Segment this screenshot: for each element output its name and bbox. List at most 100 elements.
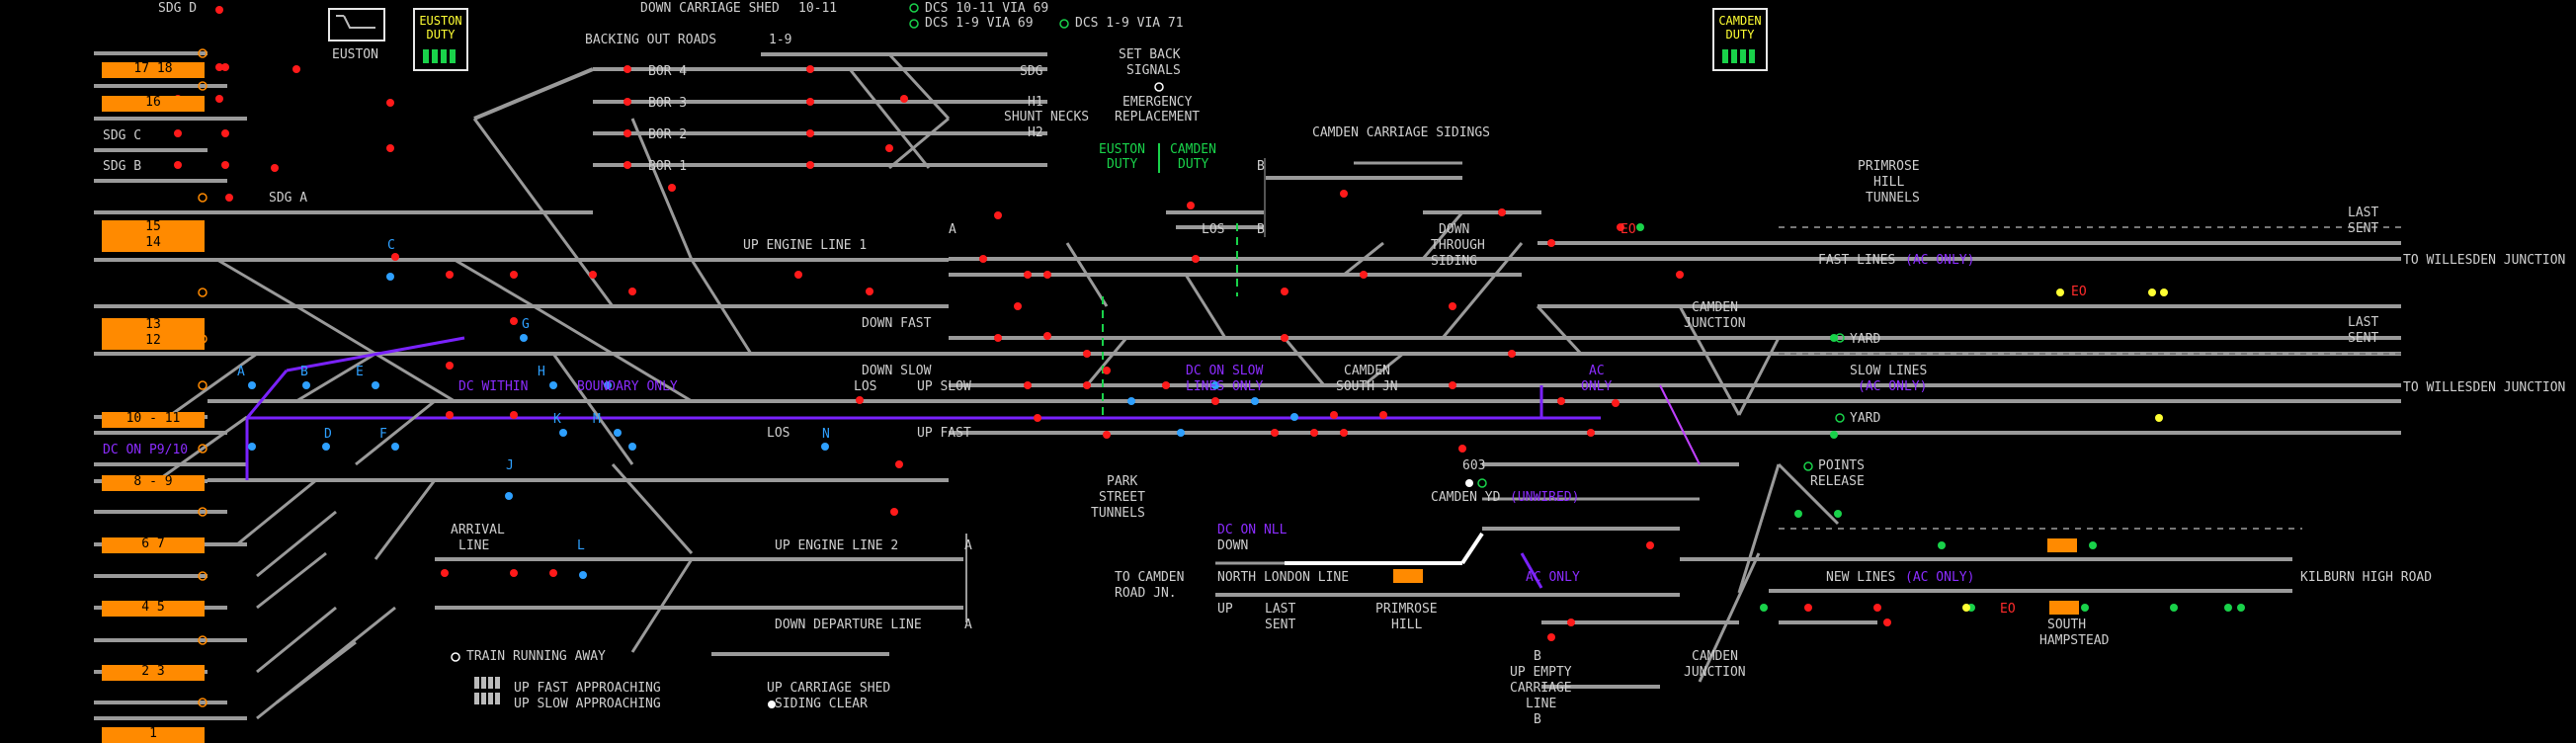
signal-red-21[interactable] — [866, 288, 873, 295]
signal-red-64[interactable] — [1458, 445, 1466, 453]
signal-red-65[interactable] — [895, 460, 903, 468]
platform-16[interactable]: 16 — [102, 96, 205, 112]
signal-red-36[interactable] — [668, 184, 676, 192]
signal-red-68[interactable] — [1103, 431, 1111, 439]
train-ring-4[interactable] — [198, 288, 208, 297]
platform-14[interactable]: 14 — [102, 236, 205, 252]
signal-green-10[interactable] — [1830, 431, 1838, 439]
euston-indicator-box[interactable] — [328, 8, 385, 41]
berth-dot-16[interactable] — [1177, 429, 1185, 437]
train-ring-3[interactable] — [198, 193, 208, 203]
signal-green-13[interactable] — [2237, 604, 2245, 612]
signal-red-22[interactable] — [446, 362, 454, 370]
signal-green-5[interactable] — [2170, 604, 2178, 612]
signal-red-61[interactable] — [1873, 604, 1881, 612]
signal-red-40[interactable] — [979, 255, 987, 263]
signal-red-10[interactable] — [174, 129, 182, 137]
train-ring-9[interactable] — [198, 571, 208, 581]
signal-red-54[interactable] — [1449, 381, 1456, 389]
dcs-indicator-3[interactable] — [1059, 19, 1069, 29]
signal-red-76[interactable] — [1587, 429, 1595, 437]
signal-red-2[interactable] — [215, 95, 223, 103]
signal-red-59[interactable] — [1567, 619, 1575, 626]
signal-red-79[interactable] — [1103, 367, 1111, 374]
signal-red-42[interactable] — [1043, 271, 1051, 279]
berth-dot-13[interactable] — [579, 571, 587, 579]
siding-clear-indicator[interactable] — [768, 701, 776, 708]
signal-red-63[interactable] — [1612, 399, 1620, 407]
train-ring-7[interactable] — [198, 444, 208, 454]
signal-red-82[interactable] — [1340, 190, 1348, 198]
train-ring-10[interactable] — [198, 635, 208, 645]
signal-red-70[interactable] — [1083, 381, 1091, 389]
signal-yellow-3[interactable] — [2155, 414, 2163, 422]
signal-red-83[interactable] — [1498, 208, 1506, 216]
signal-red-13[interactable] — [221, 161, 229, 169]
signal-green-9[interactable] — [2081, 604, 2089, 612]
signal-red-53[interactable] — [1379, 411, 1387, 419]
signal-green-6[interactable] — [2224, 604, 2232, 612]
platform-13[interactable]: 13 — [102, 318, 205, 334]
berth-dot-2[interactable] — [302, 381, 310, 389]
signal-red-71[interactable] — [1162, 381, 1170, 389]
berth-dot-11[interactable] — [614, 429, 622, 437]
signal-red-45[interactable] — [1024, 381, 1032, 389]
berth-dot-18[interactable] — [1211, 381, 1219, 389]
camden-yd-indicator-2[interactable] — [1477, 478, 1487, 488]
signal-green-2[interactable] — [1834, 510, 1842, 518]
signal-red-34[interactable] — [806, 129, 814, 137]
berth-dot-10[interactable] — [559, 429, 567, 437]
dcs-indicator-1[interactable] — [909, 3, 919, 13]
signal-red-29[interactable] — [623, 98, 631, 106]
berth-dot-20[interactable] — [1290, 413, 1298, 421]
signal-red-4[interactable] — [386, 99, 394, 107]
berth-dot-4[interactable] — [248, 443, 256, 451]
signal-red-7[interactable] — [225, 194, 233, 202]
signal-red-43[interactable] — [994, 334, 1002, 342]
signal-green-12[interactable] — [2089, 541, 2097, 549]
train-ring-6[interactable] — [198, 380, 208, 390]
berth-dot-14[interactable] — [628, 443, 636, 451]
signal-red-23[interactable] — [446, 411, 454, 419]
signal-red-62[interactable] — [1883, 619, 1891, 626]
signal-red-6[interactable] — [271, 164, 279, 172]
signal-red-28[interactable] — [623, 65, 631, 73]
platform-2-3[interactable]: 2 3 — [102, 665, 205, 681]
signal-red-72[interactable] — [1211, 397, 1219, 405]
berth-dot-1[interactable] — [248, 381, 256, 389]
signal-red-75[interactable] — [1340, 429, 1348, 437]
signal-red-50[interactable] — [1508, 350, 1516, 358]
train-ring-8[interactable] — [198, 507, 208, 517]
signal-red-8[interactable] — [221, 63, 229, 71]
berth-dot-6[interactable] — [391, 443, 399, 451]
signal-red-19[interactable] — [628, 288, 636, 295]
signal-red-78[interactable] — [1083, 350, 1091, 358]
signal-red-57[interactable] — [1617, 223, 1624, 231]
signal-yellow-2[interactable] — [2160, 289, 2168, 296]
signal-red-44[interactable] — [1043, 332, 1051, 340]
signal-green-3[interactable] — [1938, 541, 1946, 549]
signal-red-18[interactable] — [589, 271, 597, 279]
signal-red-25[interactable] — [441, 569, 449, 577]
signal-red-52[interactable] — [1330, 411, 1338, 419]
yard-indicator-2[interactable] — [1835, 413, 1845, 423]
signal-yellow-1[interactable] — [2148, 289, 2156, 296]
signal-red-67[interactable] — [890, 508, 898, 516]
signal-red-31[interactable] — [623, 161, 631, 169]
signal-yellow-0[interactable] — [2056, 289, 2064, 296]
berth-dot-12[interactable] — [505, 492, 513, 500]
platform-6-7[interactable]: 6 7 — [102, 537, 205, 553]
signal-red-48[interactable] — [1360, 271, 1368, 279]
signal-red-58[interactable] — [1646, 541, 1654, 549]
signal-red-14[interactable] — [391, 253, 399, 261]
signal-yellow-4[interactable] — [1962, 604, 1970, 612]
berth-dot-17[interactable] — [1127, 397, 1135, 405]
signal-red-30[interactable] — [623, 129, 631, 137]
platform-4-5[interactable]: 4 5 — [102, 601, 205, 617]
signal-red-12[interactable] — [221, 129, 229, 137]
signal-red-27[interactable] — [549, 569, 557, 577]
signal-red-73[interactable] — [1271, 429, 1279, 437]
signal-red-56[interactable] — [1676, 271, 1684, 279]
